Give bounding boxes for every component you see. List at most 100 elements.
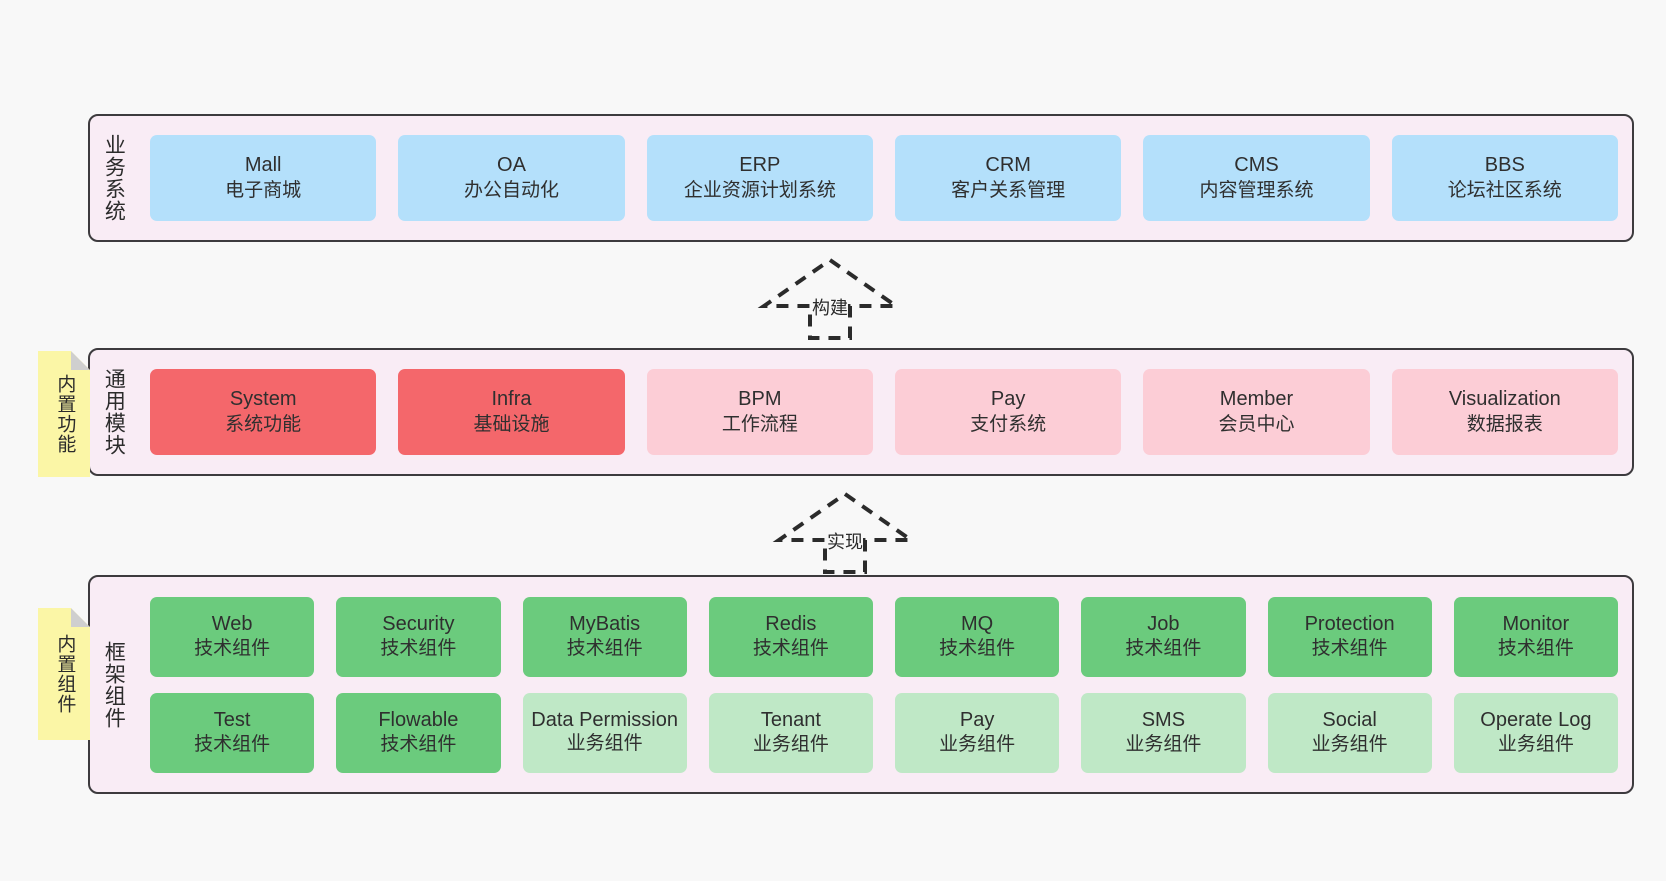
card-en-label: BBS (1484, 154, 1525, 177)
card-cn-label: 技术组件 (566, 638, 643, 660)
card-cn-label: 客户关系管理 (951, 179, 1066, 201)
framework-card-row-1: Web 技术组件 Security 技术组件 MyBatis 技术组件 Redi… (150, 596, 1618, 677)
card-cn-label: 技术组件 (1497, 638, 1574, 660)
card-cn-label: 系统功能 (225, 413, 302, 435)
card-flowable[interactable]: Flowable 技术组件 (336, 692, 501, 773)
card-sms[interactable]: SMS 业务组件 (1081, 692, 1246, 773)
card-job[interactable]: Job 技术组件 (1081, 596, 1246, 677)
card-cn-label: 支付系统 (970, 413, 1047, 435)
card-cn-label: 工作流程 (721, 413, 798, 435)
note-builtin-functions: 内置功能 (38, 351, 90, 477)
card-cn-label: 会员中心 (1218, 413, 1295, 435)
card-cn-label: 技术组件 (194, 638, 271, 660)
card-mq[interactable]: MQ 技术组件 (895, 596, 1060, 677)
card-cn-label: 业务组件 (1497, 734, 1574, 756)
card-cn-label: 技术组件 (1125, 638, 1202, 660)
card-cn-label: 业务组件 (939, 734, 1016, 756)
card-en-label: Visualization (1448, 388, 1561, 411)
connector-implement-label: 实现 (827, 532, 863, 552)
card-en-label: BPM (738, 388, 782, 411)
card-en-label: Social (1322, 708, 1377, 731)
card-en-label: Tenant (760, 708, 821, 731)
card-member[interactable]: Member 会员中心 (1143, 369, 1370, 455)
layer-common-modules: 通用模块 System 系统功能 Infra 基础设施 BPM 工作流程 Pay… (88, 348, 1634, 476)
card-cn-label: 技术组件 (380, 638, 457, 660)
card-cn-label: 技术组件 (380, 734, 457, 756)
layer-title-common: 通用模块 (102, 368, 126, 456)
card-data-permission[interactable]: Data Permission 业务组件 (522, 692, 687, 773)
card-cn-label: 技术组件 (1311, 638, 1388, 660)
card-operate-log[interactable]: Operate Log 业务组件 (1453, 692, 1618, 773)
card-en-label: SMS (1141, 708, 1186, 731)
card-cn-label: 论坛社区系统 (1447, 179, 1562, 201)
card-cn-label: 业务组件 (1125, 734, 1202, 756)
card-en-label: MQ (961, 612, 994, 635)
connector-implement: 实现 (770, 491, 920, 574)
note-label: 内置组件 (54, 634, 76, 714)
card-en-label: Pay (990, 388, 1026, 411)
card-cn-label: 技术组件 (194, 734, 271, 756)
layer-framework-components: 框架组件 Web 技术组件 Security 技术组件 MyBatis 技术组件… (88, 575, 1634, 794)
card-test[interactable]: Test 技术组件 (150, 692, 315, 773)
card-en-label: Job (1147, 612, 1180, 635)
card-cn-label: 企业资源计划系统 (683, 179, 836, 201)
card-cn-label: 业务组件 (1311, 734, 1388, 756)
note-builtin-components: 内置组件 (38, 608, 90, 740)
card-cn-label: 业务组件 (752, 734, 829, 756)
card-bbs[interactable]: BBS 论坛社区系统 (1391, 135, 1618, 221)
card-cn-label: 数据报表 (1466, 413, 1543, 435)
card-en-label: Monitor (1502, 612, 1570, 635)
card-oa[interactable]: OA 办公自动化 (398, 135, 625, 221)
layer-title-business: 业务系统 (102, 134, 126, 222)
card-tenant[interactable]: Tenant 业务组件 (708, 692, 873, 773)
card-en-label: Flowable (378, 708, 459, 731)
card-system[interactable]: System 系统功能 (150, 369, 377, 455)
card-bpm[interactable]: BPM 工作流程 (646, 369, 873, 455)
card-en-label: MyBatis (569, 612, 641, 635)
card-en-label: Member (1219, 388, 1294, 411)
generalization-arrow-icon (757, 257, 903, 340)
card-en-label: ERP (739, 154, 781, 177)
card-crm[interactable]: CRM 客户关系管理 (894, 135, 1122, 221)
card-infra[interactable]: Infra 基础设施 (398, 369, 625, 455)
business-card-row: Mall 电子商城 OA 办公自动化 ERP 企业资源计划系统 CRM 客户关系… (150, 135, 1618, 221)
card-mall[interactable]: Mall 电子商城 (150, 135, 377, 221)
card-pay[interactable]: Pay 支付系统 (894, 369, 1122, 455)
card-mybatis[interactable]: MyBatis 技术组件 (522, 596, 687, 677)
card-erp[interactable]: ERP 企业资源计划系统 (646, 135, 873, 221)
layer-body-common: System 系统功能 Infra 基础设施 BPM 工作流程 Pay 支付系统… (136, 350, 1632, 474)
note-label: 内置功能 (54, 374, 76, 454)
card-en-label: CRM (985, 154, 1031, 177)
card-cn-label: 基础设施 (473, 413, 550, 435)
card-cn-label: 办公自动化 (463, 179, 559, 201)
card-en-label: System (229, 388, 297, 411)
common-card-row: System 系统功能 Infra 基础设施 BPM 工作流程 Pay 支付系统… (150, 369, 1618, 455)
card-cn-label: 电子商城 (225, 179, 302, 201)
card-cn-label: 技术组件 (939, 638, 1016, 660)
card-visualization[interactable]: Visualization 数据报表 (1391, 369, 1618, 455)
card-cn-label: 内容管理系统 (1199, 179, 1314, 201)
card-cms[interactable]: CMS 内容管理系统 (1143, 135, 1370, 221)
generalization-arrow-icon (772, 491, 918, 574)
layer-business-systems: 业务系统 Mall 电子商城 OA 办公自动化 ERP 企业资源计划系统 CRM… (88, 114, 1634, 242)
card-en-label: CMS (1234, 154, 1279, 177)
card-en-label: Pay (959, 708, 995, 731)
card-cn-label: 技术组件 (752, 638, 829, 660)
card-security[interactable]: Security 技术组件 (336, 596, 501, 677)
card-web[interactable]: Web 技术组件 (150, 596, 315, 677)
card-social[interactable]: Social 业务组件 (1267, 692, 1432, 773)
card-en-label: Operate Log (1480, 708, 1592, 731)
connector-build-label: 构建 (812, 298, 848, 318)
card-pay-component[interactable]: Pay 业务组件 (895, 692, 1060, 773)
card-monitor[interactable]: Monitor 技术组件 (1453, 596, 1618, 677)
card-en-label: Test (213, 708, 251, 731)
connector-build: 构建 (755, 257, 905, 340)
card-cn-label: 业务组件 (566, 733, 643, 755)
framework-card-row-2: Test 技术组件 Flowable 技术组件 Data Permission … (150, 692, 1618, 773)
layer-body-framework: Web 技术组件 Security 技术组件 MyBatis 技术组件 Redi… (136, 577, 1632, 792)
card-en-label: OA (497, 154, 526, 177)
card-protection[interactable]: Protection 技术组件 (1267, 596, 1432, 677)
card-redis[interactable]: Redis 技术组件 (708, 596, 873, 677)
card-en-label: Protection (1304, 612, 1395, 635)
